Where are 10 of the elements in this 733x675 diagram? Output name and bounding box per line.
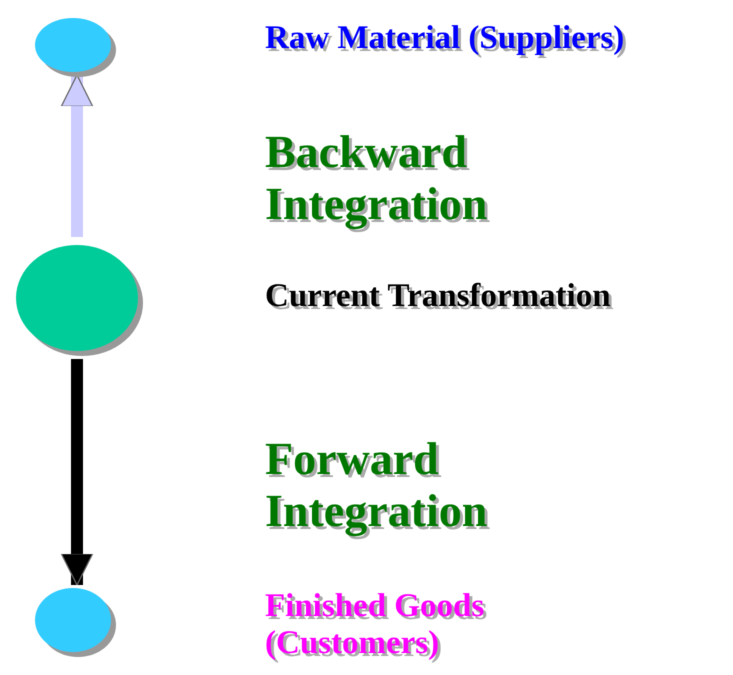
ellipse-node [35, 18, 116, 77]
text-label: Current Transformation [265, 278, 612, 315]
text-label: Backward Integration [265, 126, 488, 230]
text-label: Forward Integration [265, 433, 488, 536]
arrow [60, 359, 94, 586]
ellipse-node [16, 245, 143, 356]
text-label: Raw Material (Suppliers) [265, 20, 626, 57]
arrow [60, 74, 94, 237]
text-label: Finished Goods (Customers) [265, 588, 486, 662]
ellipse-node [35, 588, 116, 657]
